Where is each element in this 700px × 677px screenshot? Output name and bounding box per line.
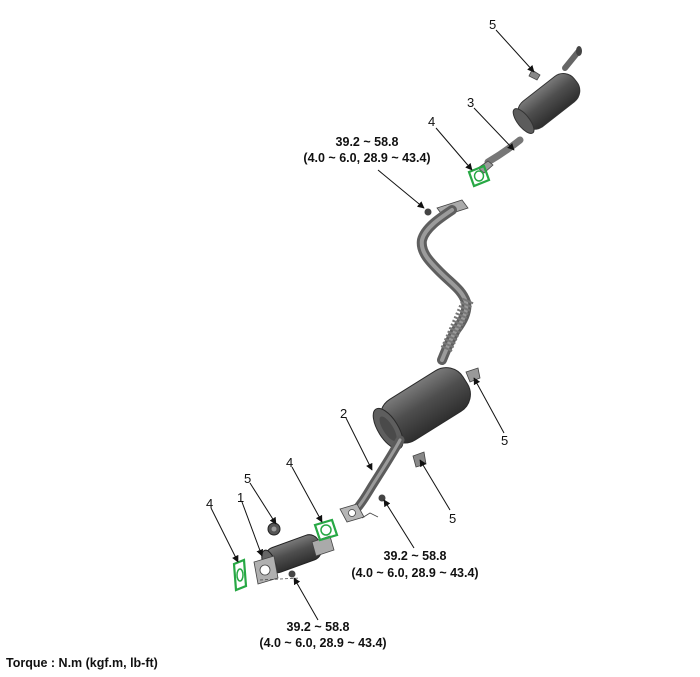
gasket-left [232,558,248,592]
gasket-top [467,164,491,188]
torque-units-caption: Torque : N.m (kgf.m, lb-ft) [6,656,158,670]
rear-muffler [477,46,582,174]
callout-4-top: 4 [428,114,435,129]
callout-2: 2 [340,406,347,421]
callout-4-left: 4 [206,496,213,511]
torque-bottom-nm: 39.2 ~ 58.8 [287,620,350,634]
callout-5-left: 5 [244,471,251,486]
callout-5-right: 5 [501,433,508,448]
torque-bottom-alt: (4.0 ~ 6.0, 28.9 ~ 43.4) [259,636,386,650]
center-pipe-muffler [339,199,481,523]
callout-5-lower: 5 [449,511,456,526]
callout-4-mid: 4 [286,455,293,470]
callout-5-top: 5 [489,17,496,32]
gasket-mid [313,518,339,542]
callout-1: 1 [237,490,244,505]
leader-lines [210,29,535,621]
catalytic-converter [253,522,335,585]
torque-middle-alt: (4.0 ~ 6.0, 28.9 ~ 43.4) [351,566,478,580]
nut-bottom [288,570,296,578]
callout-3: 3 [467,95,474,110]
torque-middle-nm: 39.2 ~ 58.8 [384,549,447,563]
nut-top [424,208,432,216]
torque-top-nm: 39.2 ~ 58.8 [336,135,399,149]
torque-top-alt: (4.0 ~ 6.0, 28.9 ~ 43.4) [303,151,430,165]
